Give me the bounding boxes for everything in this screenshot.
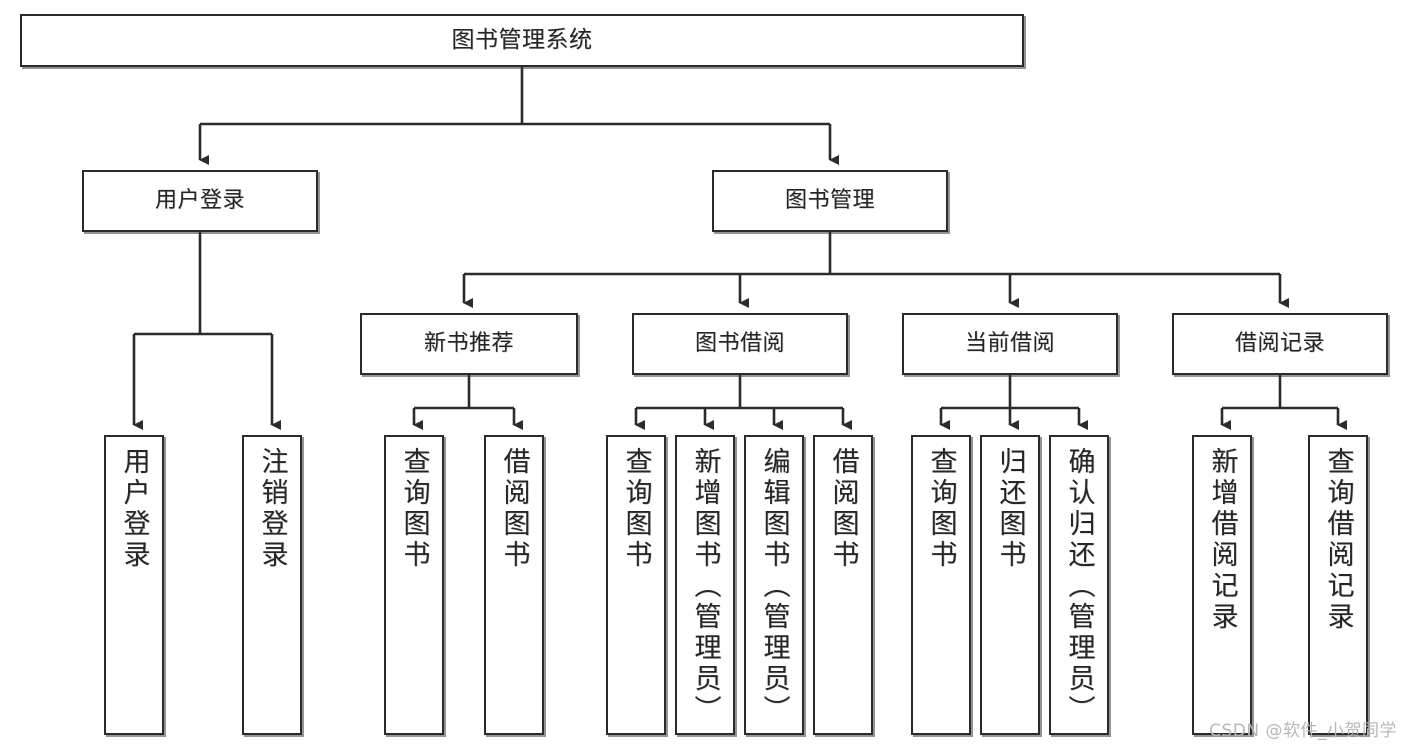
node-label: 归还图书 [994, 447, 1026, 571]
node-book-borrow[interactable]: 图书借阅 [632, 313, 848, 375]
node-user-login[interactable]: 用户登录 [82, 170, 318, 232]
leaf-confirm-return-admin[interactable]: 确认归还（管理员） [1049, 435, 1109, 735]
node-label: 查询图书 [398, 447, 430, 571]
node-label: 借阅图书 [498, 447, 530, 571]
node-label: 用户登录 [118, 447, 150, 571]
node-label: 图书管理 [784, 188, 875, 214]
node-root-system[interactable]: 图书管理系统 [20, 14, 1024, 67]
watermark: CSDN @软件_小贺同学 [1209, 721, 1397, 741]
node-label: 查询图书 [620, 447, 652, 571]
leaf-borrow-book[interactable]: 借阅图书 [813, 435, 873, 735]
node-label: 编辑图书（管理员） [758, 447, 790, 726]
node-label: 新增借阅记录 [1206, 447, 1238, 633]
node-label: 注销登录 [256, 447, 288, 571]
leaf-add-book-admin[interactable]: 新增图书（管理员） [675, 435, 735, 735]
node-label: 查询借阅记录 [1322, 447, 1354, 633]
node-current-borrow[interactable]: 当前借阅 [902, 313, 1118, 375]
leaf-query-books-current[interactable]: 查询图书 [911, 435, 971, 735]
node-label: 借阅图书 [827, 447, 859, 571]
node-label: 用户登录 [154, 188, 245, 214]
node-borrow-records[interactable]: 借阅记录 [1172, 313, 1388, 375]
leaf-borrow-books-recommend[interactable]: 借阅图书 [484, 435, 544, 735]
node-label: 确认归还（管理员） [1063, 447, 1095, 726]
node-label: 新书推荐 [423, 331, 514, 357]
leaf-query-borrow-record[interactable]: 查询借阅记录 [1308, 435, 1368, 735]
node-new-book-recommend[interactable]: 新书推荐 [360, 313, 578, 375]
leaf-edit-book-admin[interactable]: 编辑图书（管理员） [744, 435, 804, 735]
node-label: 新增图书（管理员） [689, 447, 721, 726]
node-label: 当前借阅 [964, 331, 1055, 357]
node-label: 借阅记录 [1234, 331, 1325, 357]
node-label: 图书借阅 [694, 331, 785, 357]
leaf-logout[interactable]: 注销登录 [242, 435, 302, 735]
leaf-return-book[interactable]: 归还图书 [980, 435, 1040, 735]
leaf-add-borrow-record[interactable]: 新增借阅记录 [1192, 435, 1252, 735]
node-label: 查询图书 [925, 447, 957, 571]
node-label: 图书管理系统 [451, 27, 593, 54]
node-book-management[interactable]: 图书管理 [712, 170, 948, 232]
leaf-query-books-borrow[interactable]: 查询图书 [606, 435, 666, 735]
leaf-query-books-recommend[interactable]: 查询图书 [384, 435, 444, 735]
leaf-user-login[interactable]: 用户登录 [104, 435, 164, 735]
